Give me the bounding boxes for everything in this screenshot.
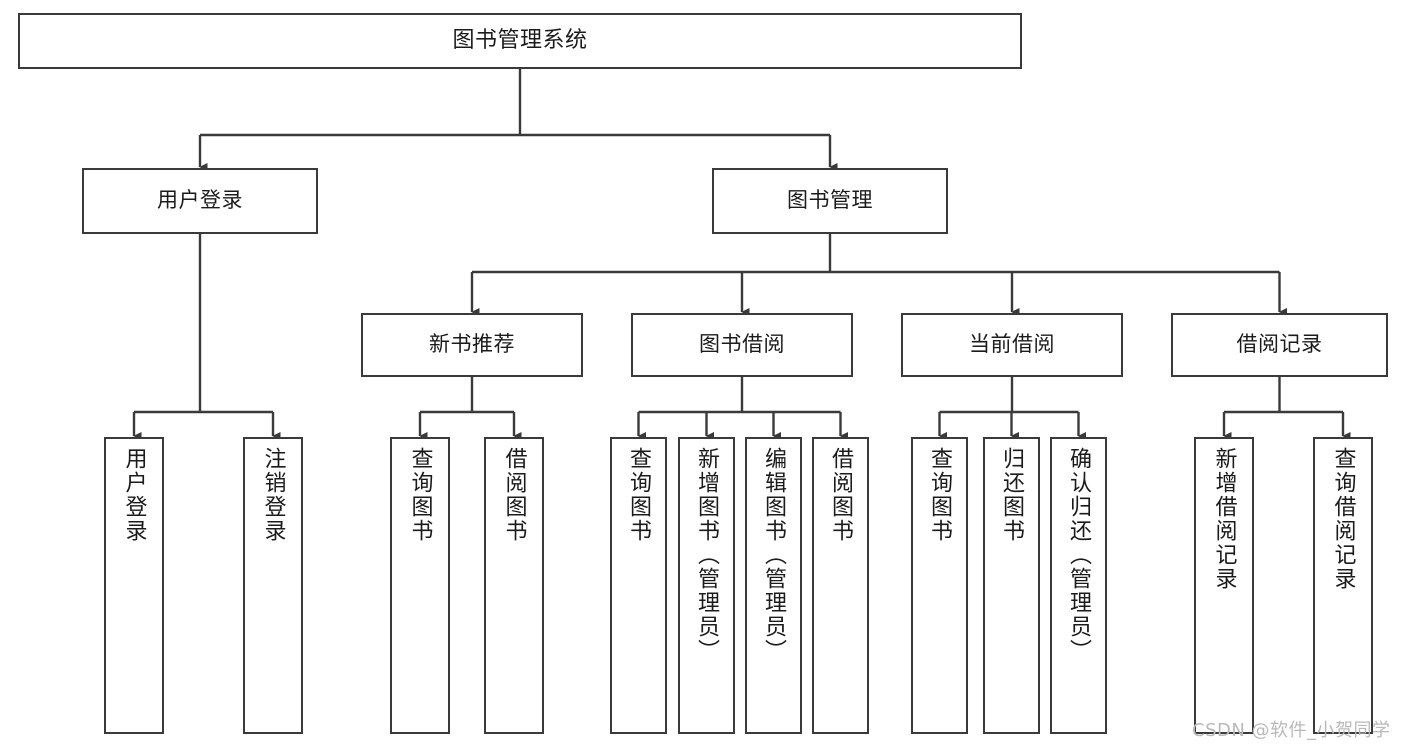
node-l_qrec[interactable]: 查询借阅记录 <box>1313 437 1373 734</box>
node-label: 查询图书 <box>626 447 652 543</box>
node-l_addbook[interactable]: 新增图书（管理员） <box>678 437 735 734</box>
node-records[interactable]: 借阅记录 <box>1171 313 1388 377</box>
node-newbook[interactable]: 新书推荐 <box>361 313 583 377</box>
node-l_confirm[interactable]: 确认归还（管理员） <box>1050 437 1107 734</box>
watermark-credit: CSDN @软件_小贺同学 <box>1192 720 1391 741</box>
node-root[interactable]: 图书管理系统 <box>18 13 1022 69</box>
node-label: 借阅图书 <box>501 447 527 543</box>
node-label: 注销登录 <box>260 447 286 543</box>
node-label: 借阅图书 <box>828 447 854 543</box>
node-label: 归还图书 <box>999 447 1025 543</box>
node-l_qbook3[interactable]: 查询图书 <box>911 437 968 734</box>
node-l_logout[interactable]: 注销登录 <box>243 437 303 734</box>
node-borrow[interactable]: 图书借阅 <box>631 313 853 377</box>
node-label: 新增图书（管理员） <box>694 447 720 663</box>
node-label: 图书借阅 <box>699 332 785 357</box>
node-label: 当前借阅 <box>969 332 1055 357</box>
node-label: 新增借阅记录 <box>1211 447 1237 591</box>
node-l_addrec[interactable]: 新增借阅记录 <box>1194 437 1254 734</box>
node-label: 查询图书 <box>407 447 433 543</box>
node-l_editbook[interactable]: 编辑图书（管理员） <box>745 437 802 734</box>
node-l_bbook1[interactable]: 借阅图书 <box>484 437 544 734</box>
node-l_userlogin[interactable]: 用户登录 <box>104 437 164 734</box>
node-login[interactable]: 用户登录 <box>82 168 318 234</box>
node-label: 用户登录 <box>121 447 147 543</box>
node-label: 新书推荐 <box>429 332 515 357</box>
node-l_bbook2[interactable]: 借阅图书 <box>812 437 869 734</box>
node-label: 借阅记录 <box>1236 332 1323 357</box>
node-label: 图书管理系统 <box>452 27 588 53</box>
node-label: 图书管理 <box>787 188 873 213</box>
node-label: 确认归还（管理员） <box>1066 447 1092 663</box>
node-l_return[interactable]: 归还图书 <box>983 437 1040 734</box>
node-l_qbook2[interactable]: 查询图书 <box>610 437 667 734</box>
node-l_qbook1[interactable]: 查询图书 <box>390 437 450 734</box>
node-label: 查询图书 <box>927 447 953 543</box>
node-current[interactable]: 当前借阅 <box>901 313 1123 377</box>
node-label: 编辑图书（管理员） <box>761 447 787 663</box>
node-label: 查询借阅记录 <box>1330 447 1356 591</box>
node-label: 用户登录 <box>157 188 243 213</box>
node-bookmgmt[interactable]: 图书管理 <box>712 168 948 234</box>
